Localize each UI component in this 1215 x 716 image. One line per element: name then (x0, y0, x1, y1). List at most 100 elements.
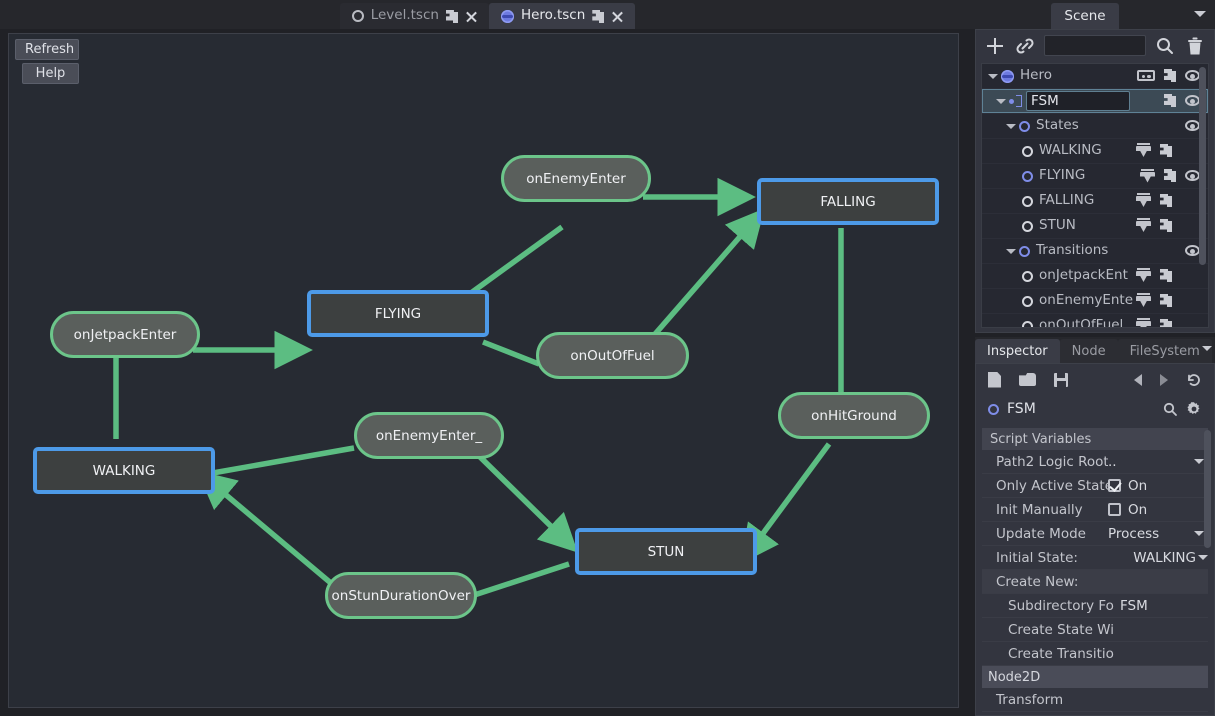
inspector-scrollbar[interactable] (1204, 430, 1211, 548)
history-back-icon[interactable] (1134, 373, 1142, 386)
script-icon[interactable] (1164, 169, 1176, 182)
script-icon[interactable] (1164, 94, 1176, 107)
animation-player-icon[interactable] (1136, 143, 1151, 157)
close-icon[interactable] (465, 10, 478, 23)
script-icon[interactable] (1160, 294, 1172, 307)
script-icon[interactable] (1164, 69, 1176, 82)
dock-menu-caret-icon[interactable] (1194, 11, 1206, 17)
open-resource-icon[interactable] (1019, 373, 1036, 386)
property-only-active-state[interactable]: Only Active State On (982, 474, 1208, 498)
tree-item-states[interactable]: States (982, 114, 1208, 139)
tree-item-walking[interactable]: WALKING (982, 139, 1208, 164)
expand-caret-icon[interactable] (1006, 123, 1016, 129)
visibility-eye-icon[interactable] (1185, 243, 1200, 258)
tree-item-onenemyente[interactable]: onEnemyEnte (982, 289, 1208, 314)
expand-caret-icon[interactable] (996, 98, 1006, 104)
instance-scene-icon[interactable] (1014, 35, 1036, 57)
tab-filesystem[interactable]: FileSystem (1117, 339, 1212, 363)
property-create-state-with[interactable]: Create State Wi (982, 618, 1208, 642)
scene-tree[interactable]: Hero FSM States WA (981, 63, 1209, 328)
tree-item-onoutoffuel[interactable]: onOutOfFuel (982, 314, 1208, 327)
node-rename-input[interactable]: FSM (1026, 91, 1130, 111)
transition-node-onjetpackenter[interactable]: onJetpackEnter (50, 311, 200, 358)
state-node-flying[interactable]: FLYING (307, 290, 489, 337)
script-icon[interactable] (592, 10, 605, 23)
transition-node-onhitground[interactable]: onHitGround (778, 392, 930, 439)
script-icon[interactable] (1160, 144, 1172, 157)
animation-player-icon[interactable] (1140, 168, 1155, 183)
fsm-graph-panel[interactable]: Refresh Help FLYING FALLING WALKING STUN… (8, 33, 959, 708)
search-icon[interactable] (1162, 401, 1178, 417)
tree-row-icons (1185, 243, 1200, 258)
tree-item-fsm[interactable]: FSM (982, 89, 1208, 114)
visibility-eye-icon[interactable] (1185, 168, 1200, 183)
tree-item-stun[interactable]: STUN (982, 214, 1208, 239)
chevron-down-icon[interactable] (1194, 459, 1204, 464)
tab-inspector[interactable]: Inspector (975, 339, 1060, 363)
new-resource-icon[interactable] (988, 371, 1001, 388)
pin-icon[interactable] (1137, 70, 1155, 81)
state-node-falling[interactable]: FALLING (757, 178, 939, 225)
checkbox-init-manually[interactable] (1108, 503, 1121, 516)
add-node-icon[interactable] (984, 35, 1006, 57)
search-icon[interactable] (1154, 35, 1176, 57)
script-icon[interactable] (1160, 194, 1172, 207)
checkbox-only-active-state[interactable] (1108, 479, 1121, 492)
tree-item-falling[interactable]: FALLING (982, 189, 1208, 214)
expand-caret-icon[interactable] (988, 73, 998, 79)
scene-search-input[interactable] (1044, 35, 1146, 56)
tree-item-hero[interactable]: Hero (982, 64, 1208, 89)
property-transform[interactable]: Transform (982, 688, 1208, 712)
history-forward-icon[interactable] (1160, 373, 1168, 386)
transition-node-onstundurationover[interactable]: onStunDurationOver (325, 572, 477, 619)
delete-node-icon[interactable] (1184, 35, 1206, 57)
node-circle-icon (351, 10, 364, 22)
property-create-transition[interactable]: Create Transitio (982, 642, 1208, 666)
tree-item-flying[interactable]: FLYING (982, 164, 1208, 189)
property-path2-logic-root[interactable]: Path2 Logic Root .. (982, 450, 1208, 474)
animation-player-icon[interactable] (1136, 218, 1151, 232)
edge-flying-onoutoffuel (481, 339, 541, 367)
scene-tree-scrollbar[interactable] (1199, 67, 1206, 265)
property-initial-state[interactable]: Initial State: WALKING (982, 546, 1208, 570)
script-icon[interactable] (1160, 219, 1172, 232)
tab-scene[interactable]: Scene (1051, 3, 1119, 29)
inspector-properties[interactable]: Script Variables Path2 Logic Root .. Onl… (982, 428, 1208, 713)
dock-menu-caret-icon[interactable] (1202, 346, 1212, 351)
refresh-button[interactable]: Refresh (15, 39, 79, 60)
state-node-walking[interactable]: WALKING (33, 447, 215, 494)
node-circle-icon (1022, 220, 1033, 232)
save-resource-icon[interactable] (1054, 372, 1068, 387)
animation-player-icon[interactable] (1136, 293, 1151, 307)
script-icon[interactable] (446, 10, 458, 23)
close-icon[interactable] (611, 10, 624, 23)
property-init-manually[interactable]: Init Manually On (982, 498, 1208, 522)
visibility-eye-icon[interactable] (1185, 118, 1200, 133)
transition-node-onoutoffuel[interactable]: onOutOfFuel (536, 332, 689, 379)
tree-item-onjetpackent[interactable]: onJetpackEnt (982, 264, 1208, 289)
property-update-mode[interactable]: Update Mode Process (982, 522, 1208, 546)
tree-item-transitions[interactable]: Transitions (982, 239, 1208, 264)
node-circle-icon (1022, 145, 1033, 157)
gear-icon[interactable] (1186, 401, 1202, 417)
chevron-down-icon[interactable] (1194, 531, 1204, 536)
chevron-down-icon[interactable] (1198, 555, 1208, 560)
animation-player-icon[interactable] (1136, 268, 1151, 282)
transition-node-onenemyenter[interactable]: onEnemyEnter (501, 155, 651, 202)
animation-player-icon[interactable] (1136, 193, 1151, 207)
script-icon[interactable] (1160, 269, 1172, 282)
transition-node-onenemyenter2[interactable]: onEnemyEnter_ (354, 412, 504, 459)
property-value[interactable]: FSM (1120, 597, 1148, 614)
help-button[interactable]: Help (22, 63, 79, 84)
visibility-eye-icon[interactable] (1185, 68, 1200, 83)
visibility-eye-icon[interactable] (1185, 93, 1200, 108)
state-node-stun[interactable]: STUN (575, 528, 757, 575)
property-subdirectory-folder[interactable]: Subdirectory Fo FSM (982, 594, 1208, 618)
tab-node[interactable]: Node (1059, 339, 1118, 363)
expand-caret-icon[interactable] (1006, 248, 1016, 254)
script-icon[interactable] (1160, 319, 1172, 327)
history-icon[interactable] (1186, 372, 1202, 388)
animation-player-icon[interactable] (1136, 318, 1151, 327)
tab-level-tscn[interactable]: Level.tscn (339, 3, 489, 29)
tab-hero-tscn[interactable]: Hero.tscn (488, 3, 636, 29)
